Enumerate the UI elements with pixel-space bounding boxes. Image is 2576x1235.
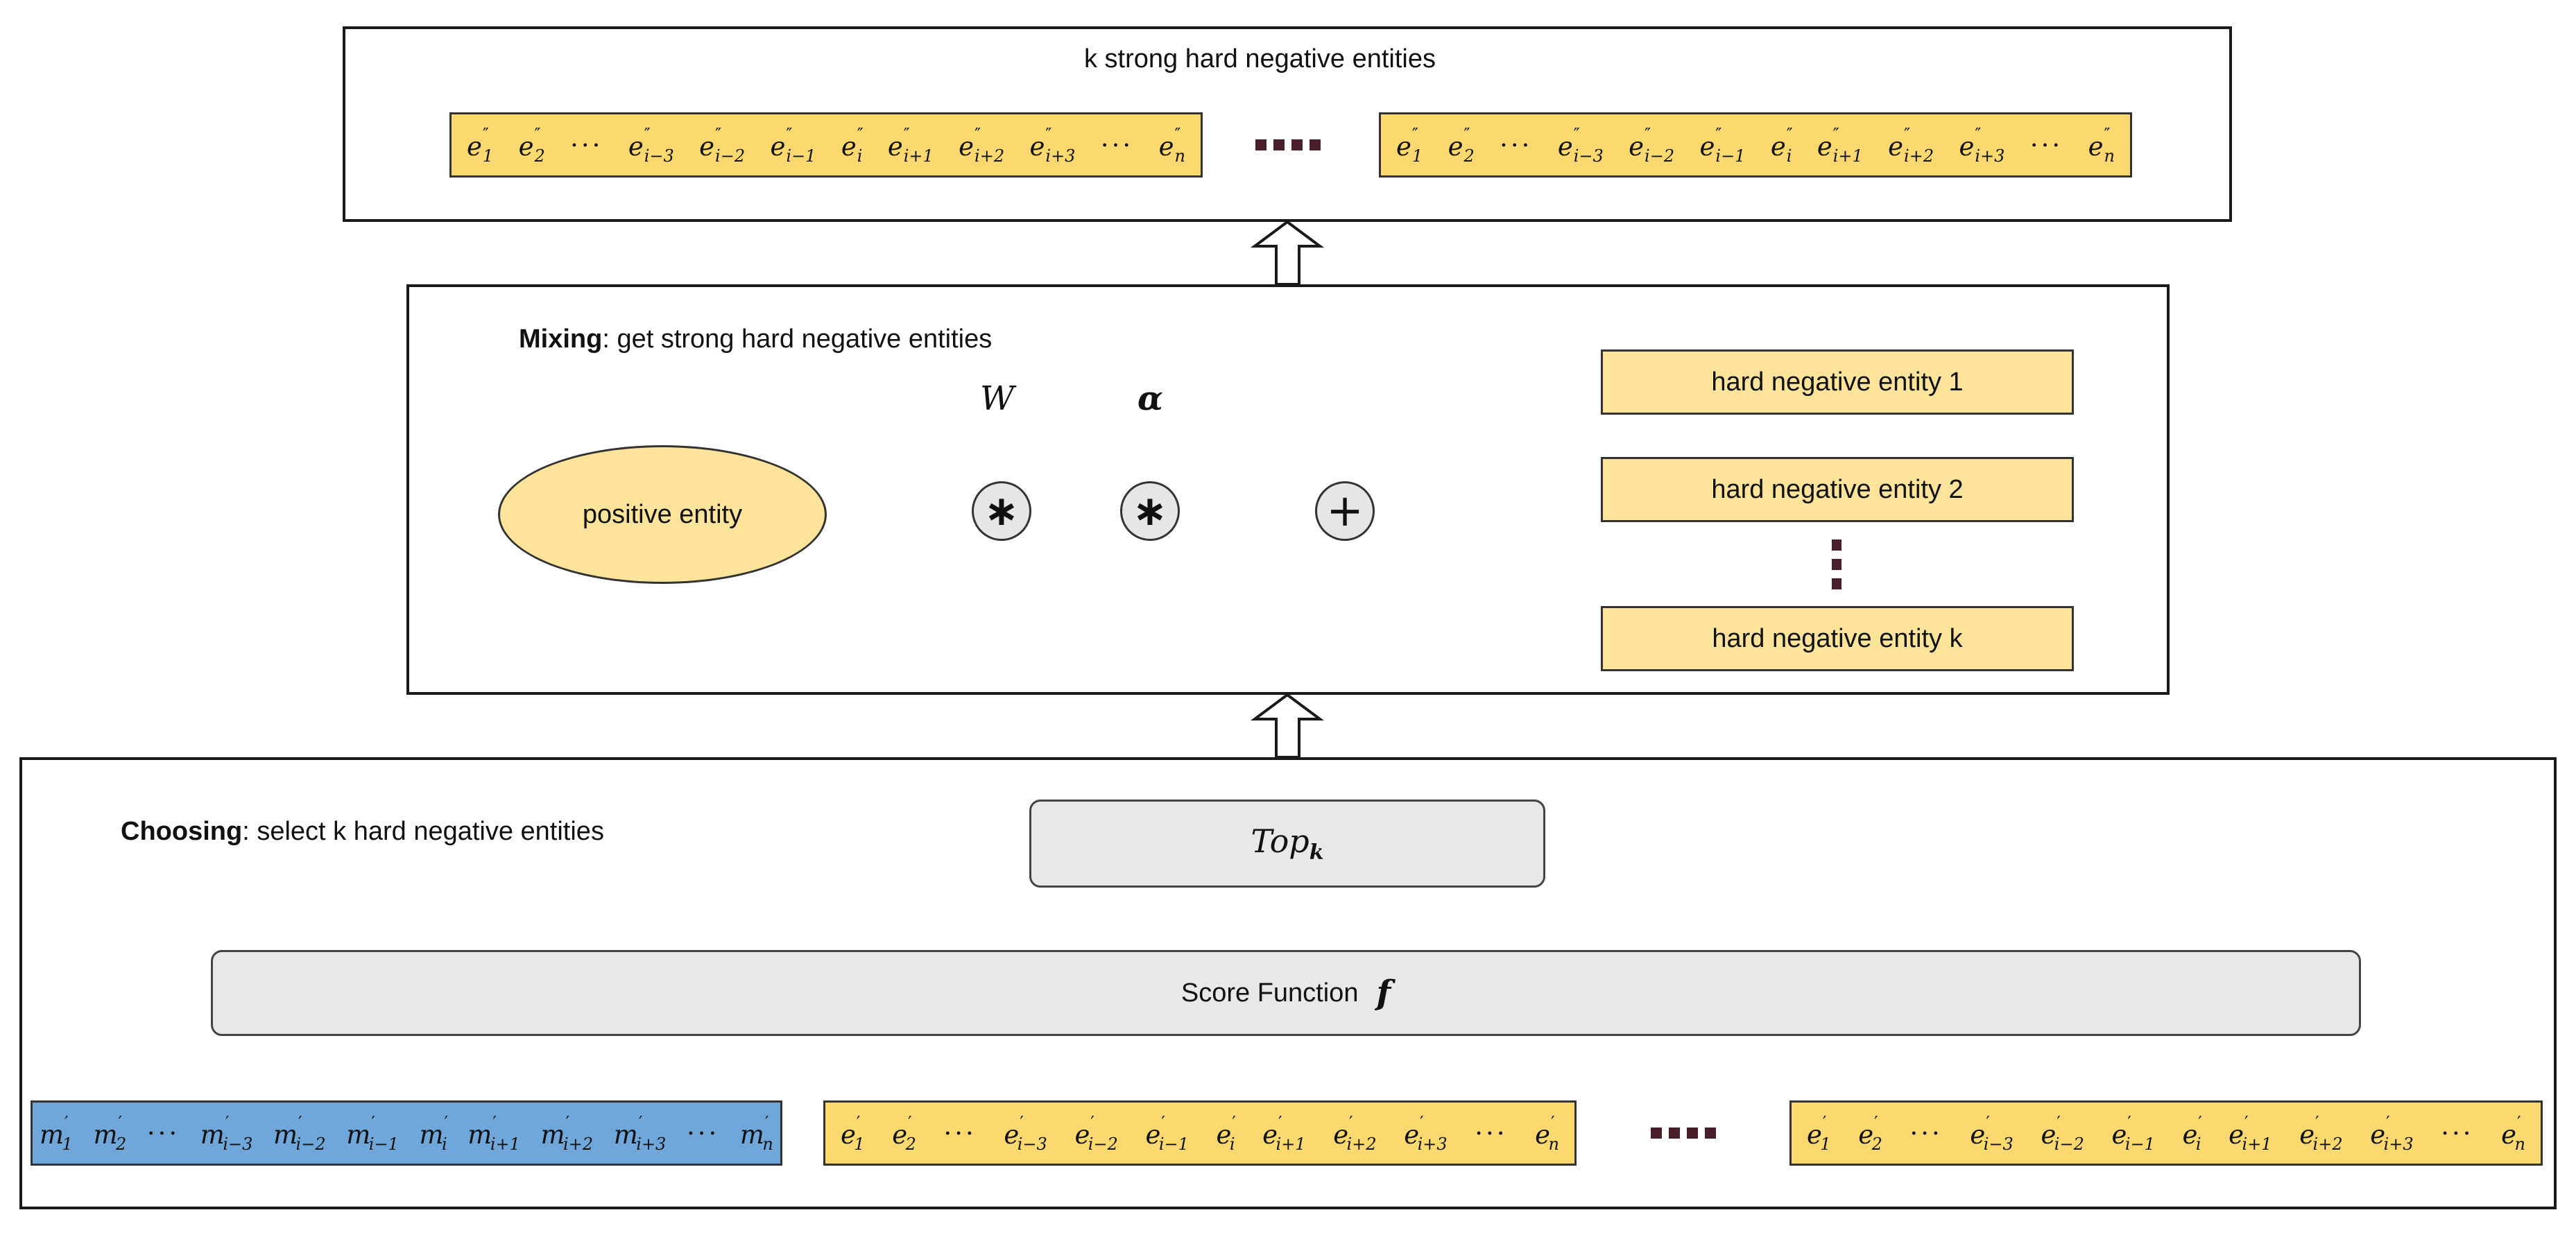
- sequence-ellipsis: ···: [570, 130, 603, 160]
- hollow-arrow-mixing-to-top: [1250, 220, 1325, 286]
- hollow-arrow-choosing-to-mixing: [1250, 693, 1325, 759]
- sequence-token: e′i−2: [2041, 1112, 2084, 1154]
- sequence-token: m′i+2: [540, 1112, 594, 1154]
- sequence-token: e′i+3: [1404, 1112, 1448, 1154]
- sequence-token: e″i+2: [1888, 124, 1934, 166]
- sequence-token: e″2: [1448, 124, 1475, 166]
- sequence-token: e′i−1: [2111, 1112, 2155, 1154]
- hard-negative-entity-k: hard negative entity k: [1601, 606, 2074, 671]
- sequence-ellipsis: ···: [2441, 1118, 2474, 1148]
- positive-entity-label: positive entity: [582, 499, 743, 529]
- sequence-token: e″i: [1770, 124, 1793, 166]
- sequence-token: e′n: [2501, 1112, 2525, 1154]
- choosing-title-bold: Choosing: [121, 817, 243, 846]
- sequence-token: m′i: [419, 1112, 448, 1154]
- multiply-weight-node: ∗: [972, 481, 1031, 541]
- candidate-entity-sequence-n: e′1 e′2 ··· e′i−3 e′i−2 e′i−1 e′i e′i+1 e′i+2 e′i…: [1789, 1100, 2543, 1166]
- mixing-title-rest: : get strong hard negative entities: [602, 325, 993, 354]
- weight-symbol: W: [980, 379, 1015, 418]
- sequence-token: e″i+3: [1959, 124, 2005, 166]
- sequence-token: e″i: [841, 124, 864, 166]
- sequence-token: e″i−2: [699, 124, 746, 166]
- sequence-token: m′i+1: [467, 1112, 520, 1154]
- sequence-token: e′n: [1535, 1112, 1559, 1154]
- score-function-box: Score Function f: [211, 950, 2361, 1036]
- sequence-token: e′i+2: [2299, 1112, 2343, 1154]
- alpha-symbol: α: [1137, 379, 1163, 418]
- mixing-title: Mixing: get strong hard negative entitie…: [519, 325, 992, 354]
- sequence-token: e″i+2: [959, 124, 1005, 166]
- sequence-token: e′2: [1858, 1112, 1882, 1154]
- sequence-token: e′i−2: [1074, 1112, 1118, 1154]
- sequence-token: e″i+1: [887, 124, 934, 166]
- candidate-entity-sequence-1: e′1 e′2 ··· e′i−3 e′i−2 e′i−1 e′i e′i+1 e′i+2 e′i…: [823, 1100, 1577, 1166]
- sequence-token: e″i−1: [770, 124, 816, 166]
- sequence-token: e′i: [2182, 1112, 2202, 1154]
- sequence-token: e′i: [1216, 1112, 1236, 1154]
- sequence-token: e′2: [892, 1112, 916, 1154]
- candidate-sequence-ellipsis: [1651, 1128, 1716, 1139]
- score-function-symbol: f: [1376, 974, 1391, 1012]
- sequence-token: e′1: [1807, 1112, 1831, 1154]
- sequence-token: e′i−3: [1004, 1112, 1047, 1154]
- sequence-ellipsis: ···: [1909, 1118, 1943, 1148]
- top-entity-sequence-k: e″1 e″2 ··· e″i−3 e″i−2 e″i−1 e″i e″i+1 e″i+2 e″i…: [1379, 112, 2132, 178]
- sequence-token: m′i−3: [200, 1112, 253, 1154]
- sequence-token: m′2: [93, 1112, 127, 1154]
- sequence-ellipsis: ···: [1475, 1118, 1508, 1148]
- mention-sequence: m′1 m′2 ··· m′i−3 m′i−2 m′i−1 m′i m′i+1 m′i+2 m′i…: [31, 1100, 782, 1166]
- topk-base: Top: [1251, 822, 1310, 860]
- choosing-title: Choosing: select k hard negative entitie…: [121, 817, 604, 847]
- sequence-token: e″i−1: [1699, 124, 1746, 166]
- sequence-token: m′i−1: [346, 1112, 399, 1154]
- sequence-token: e″1: [467, 124, 494, 166]
- topk-box: Topk: [1029, 800, 1545, 888]
- top-entity-sequence-1: e″1 e″2 ··· e″i−3 e″i−2 e″i−1 e″i e″i+1 e″i+2 e″i…: [449, 112, 1203, 178]
- sequence-token: e″i−2: [1629, 124, 1675, 166]
- mixing-title-bold: Mixing: [519, 325, 603, 354]
- top-panel-title: k strong hard negative entities: [1084, 44, 1436, 74]
- sequence-token: e″i−3: [628, 124, 674, 166]
- sequence-token: e′i+1: [1262, 1112, 1306, 1154]
- add-node: +: [1315, 481, 1375, 541]
- sequence-token: e″i−3: [1557, 124, 1604, 166]
- sequence-ellipsis: ···: [1500, 130, 1533, 160]
- sequence-token: e″1: [1396, 124, 1423, 166]
- sequence-token: e′i+2: [1333, 1112, 1377, 1154]
- sequence-token: e′i+1: [2229, 1112, 2272, 1154]
- sequence-token: e″i+3: [1029, 124, 1076, 166]
- hard-negative-ellipsis: [1832, 539, 1841, 589]
- topk-subscript: k: [1309, 840, 1324, 865]
- choosing-title-rest: : select k hard negative entities: [242, 817, 604, 846]
- sequence-token: m′i−2: [273, 1112, 326, 1154]
- sequence-ellipsis: ···: [686, 1118, 720, 1148]
- sequence-ellipsis: ···: [146, 1118, 180, 1148]
- sequence-ellipsis: ···: [2029, 130, 2063, 160]
- sequence-token: m′1: [40, 1112, 73, 1154]
- score-function-label: Score Function: [1180, 978, 1359, 1008]
- sequence-token: m′n: [739, 1112, 773, 1154]
- hard-negative-entity-2: hard negative entity 2: [1601, 457, 2074, 522]
- sequence-token: e′i+3: [2370, 1112, 2414, 1154]
- sequence-token: m′i+3: [613, 1112, 667, 1154]
- sequence-token: e″n: [2088, 124, 2115, 166]
- sequence-token: e′1: [841, 1112, 865, 1154]
- hard-negative-entity-1: hard negative entity 1: [1601, 349, 2074, 415]
- positive-entity-node: positive entity: [498, 445, 827, 584]
- sequence-ellipsis: ···: [943, 1118, 977, 1148]
- sequence-ellipsis: ···: [1100, 130, 1134, 160]
- top-sequence-ellipsis: [1255, 139, 1321, 150]
- multiply-alpha-node: ∗: [1120, 481, 1180, 541]
- sequence-token: e″n: [1158, 124, 1185, 166]
- sequence-token: e′i−1: [1145, 1112, 1189, 1154]
- sequence-token: e′i−3: [1970, 1112, 2013, 1154]
- topk-label: Topk: [1251, 822, 1323, 865]
- sequence-token: e″2: [518, 124, 545, 166]
- sequence-token: e″i+1: [1817, 124, 1863, 166]
